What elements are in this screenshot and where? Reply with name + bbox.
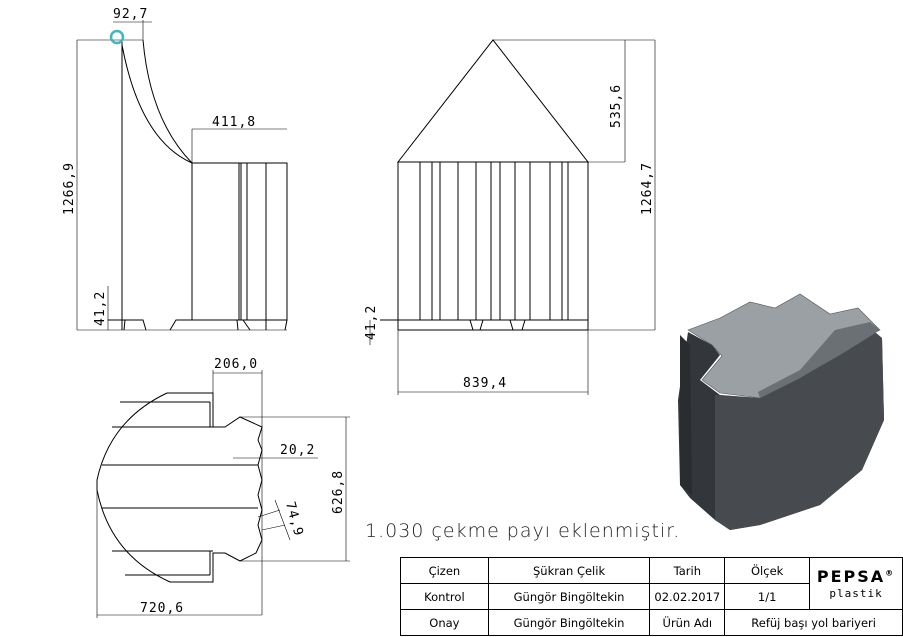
selection-marker-icon[interactable] xyxy=(109,29,125,45)
dim-front-base: 41,2 xyxy=(364,305,379,340)
cell-scale: 1/1 xyxy=(724,583,811,610)
cell-name: Şükran Çelik xyxy=(487,557,651,584)
side-view: 92,7 411,8 1266,9 41,2 xyxy=(62,7,288,331)
title-row: Çizen Şükran Çelik Tarih Ölçek PEPSA® pl… xyxy=(400,557,903,610)
dim-plan-groove: 20,2 xyxy=(280,443,315,458)
cell-label: Ölçek xyxy=(724,557,811,584)
dim-side-height: 1266,9 xyxy=(62,162,77,215)
title-row: Onay Güngör Bingöltekin Ürün Adı Refüj b… xyxy=(400,609,903,636)
dim-front-width: 839,4 xyxy=(463,376,507,391)
dim-side-base: 41,2 xyxy=(93,291,108,326)
dim-plan-depth: 626,8 xyxy=(331,470,346,514)
cell-label: Kontrol xyxy=(400,583,489,610)
shrinkage-note: 1.030 çekme payı eklenmiştir. xyxy=(365,520,681,542)
dim-plan-chamfer: 74,9 xyxy=(282,500,306,538)
3d-model-render xyxy=(678,293,884,530)
dim-side-top-width: 92,7 xyxy=(113,7,148,22)
cell-name: Güngör Bingöltekin xyxy=(487,583,651,610)
cell-date: 02.02.2017 xyxy=(649,583,726,610)
cell-label: Tarih xyxy=(649,557,726,584)
cell-name: Güngör Bingöltekin xyxy=(487,609,651,636)
cell-label: Ürün Adı xyxy=(649,609,726,636)
dim-front-height: 1264,7 xyxy=(640,162,655,215)
dim-front-peak: 535,6 xyxy=(609,84,624,128)
dim-plan-notch-width: 206,0 xyxy=(214,357,258,372)
company-logo: PEPSA® plastik xyxy=(809,557,903,610)
dim-side-box-width: 411,8 xyxy=(212,115,256,130)
cell-label: Onay xyxy=(400,609,489,636)
front-view: 839,4 535,6 1264,7 41,2 xyxy=(364,39,656,395)
cell-label: Çizen xyxy=(400,557,489,584)
title-row: Kontrol Güngör Bingöltekin 02.02.2017 1/… xyxy=(400,583,903,610)
plan-view: 206,0 20,2 626,8 74,9 720,6 xyxy=(96,357,350,618)
dim-plan-width: 720,6 xyxy=(140,601,184,616)
title-block: Çizen Şükran Çelik Tarih Ölçek PEPSA® pl… xyxy=(400,557,903,636)
cell-product-name: Refüj başı yol bariyeri xyxy=(724,609,903,636)
